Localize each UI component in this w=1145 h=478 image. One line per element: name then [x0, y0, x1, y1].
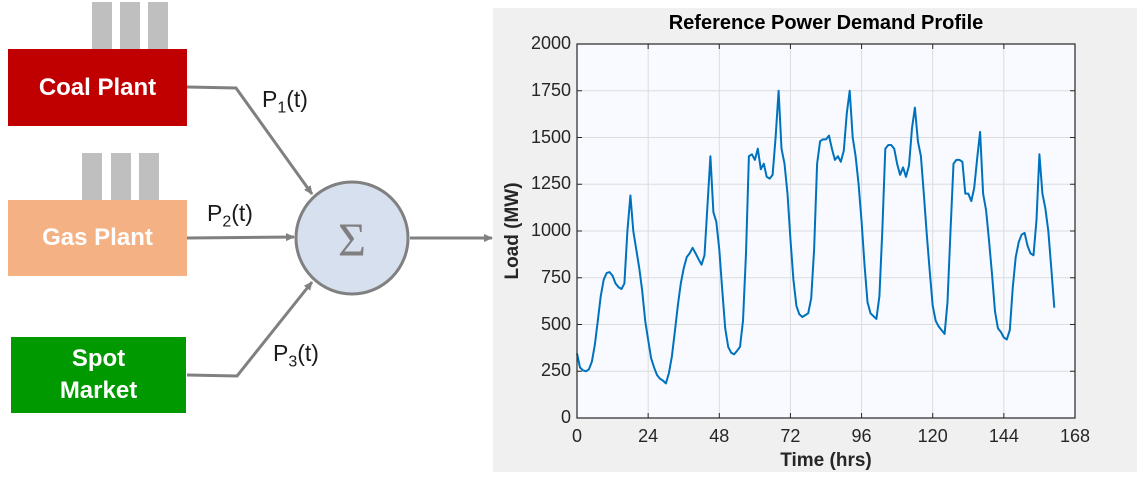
gas-plant-block: Gas Plant	[8, 200, 187, 276]
arrow-coal-to-sum	[186, 85, 314, 195]
flow-diagram: Σ	[186, 85, 493, 378]
signal-p2-subscript: 2	[222, 213, 232, 231]
y-tick-label: 500	[540, 313, 571, 334]
summing-junction	[294, 180, 410, 296]
coal-chimney-3	[148, 2, 168, 49]
x-tick-label: 168	[1059, 426, 1091, 446]
chart-title: Reference Power Demand Profile	[668, 12, 984, 34]
y-tick-label: 250	[540, 360, 571, 381]
y-tick-label: 1000	[530, 220, 571, 240]
y-tick-label: 2000	[530, 33, 571, 53]
coal-plant-label: Coal Plant	[38, 73, 157, 101]
spot-market-label-line2: Market	[59, 377, 138, 404]
x-tick-label: 48	[709, 426, 730, 446]
coal-chimney-1	[92, 2, 112, 49]
signal-p2-base: P	[207, 200, 223, 226]
gas-chimney-1	[82, 153, 102, 201]
x-tick-label: 144	[988, 426, 1019, 446]
signal-label-p2: P2(t)	[207, 200, 253, 232]
spot-market-label-line1: Spot	[71, 345, 126, 372]
arrow-spot-to-sum	[186, 281, 314, 378]
y-tick-label: 0	[560, 407, 571, 427]
signal-p3-arg: (t)	[297, 340, 319, 366]
signal-p2-arg: (t)	[231, 200, 253, 226]
load-line	[576, 89, 1056, 385]
signal-p1-base: P	[262, 86, 278, 112]
y-tick-label: 1250	[530, 173, 571, 194]
x-tick-label: 24	[638, 426, 659, 446]
sigma-symbol: Σ	[338, 214, 366, 267]
x-tick-label: 0	[571, 426, 582, 446]
gas-chimney-3	[139, 153, 159, 201]
coal-plant-block: Coal Plant	[8, 49, 187, 126]
signal-p1-subscript: 1	[277, 99, 287, 117]
x-axis-label: Time (hrs)	[780, 450, 872, 471]
x-tick-label: 120	[917, 426, 948, 446]
signal-p3-base: P	[273, 340, 289, 366]
signal-p1-arg: (t)	[286, 86, 308, 112]
gas-plant-label: Gas Plant	[42, 224, 153, 251]
tick-marks	[576, 43, 1076, 419]
signal-p3-subscript: 3	[288, 353, 298, 371]
signal-label-p1: P1(t)	[262, 86, 308, 118]
signal-label-p3: P3(t)	[273, 340, 319, 372]
x-tick-label: 72	[780, 426, 801, 446]
spot-market-block: Spot Market	[11, 337, 186, 413]
y-tick-label: 1500	[530, 126, 571, 147]
y-tick-label: 750	[540, 266, 571, 287]
arrow-gas-to-sum	[186, 233, 295, 242]
coal-chimney-2	[120, 2, 140, 49]
gas-chimney-2	[111, 153, 131, 201]
x-tick-label: 96	[851, 426, 872, 446]
y-tick-label: 1750	[530, 79, 571, 100]
